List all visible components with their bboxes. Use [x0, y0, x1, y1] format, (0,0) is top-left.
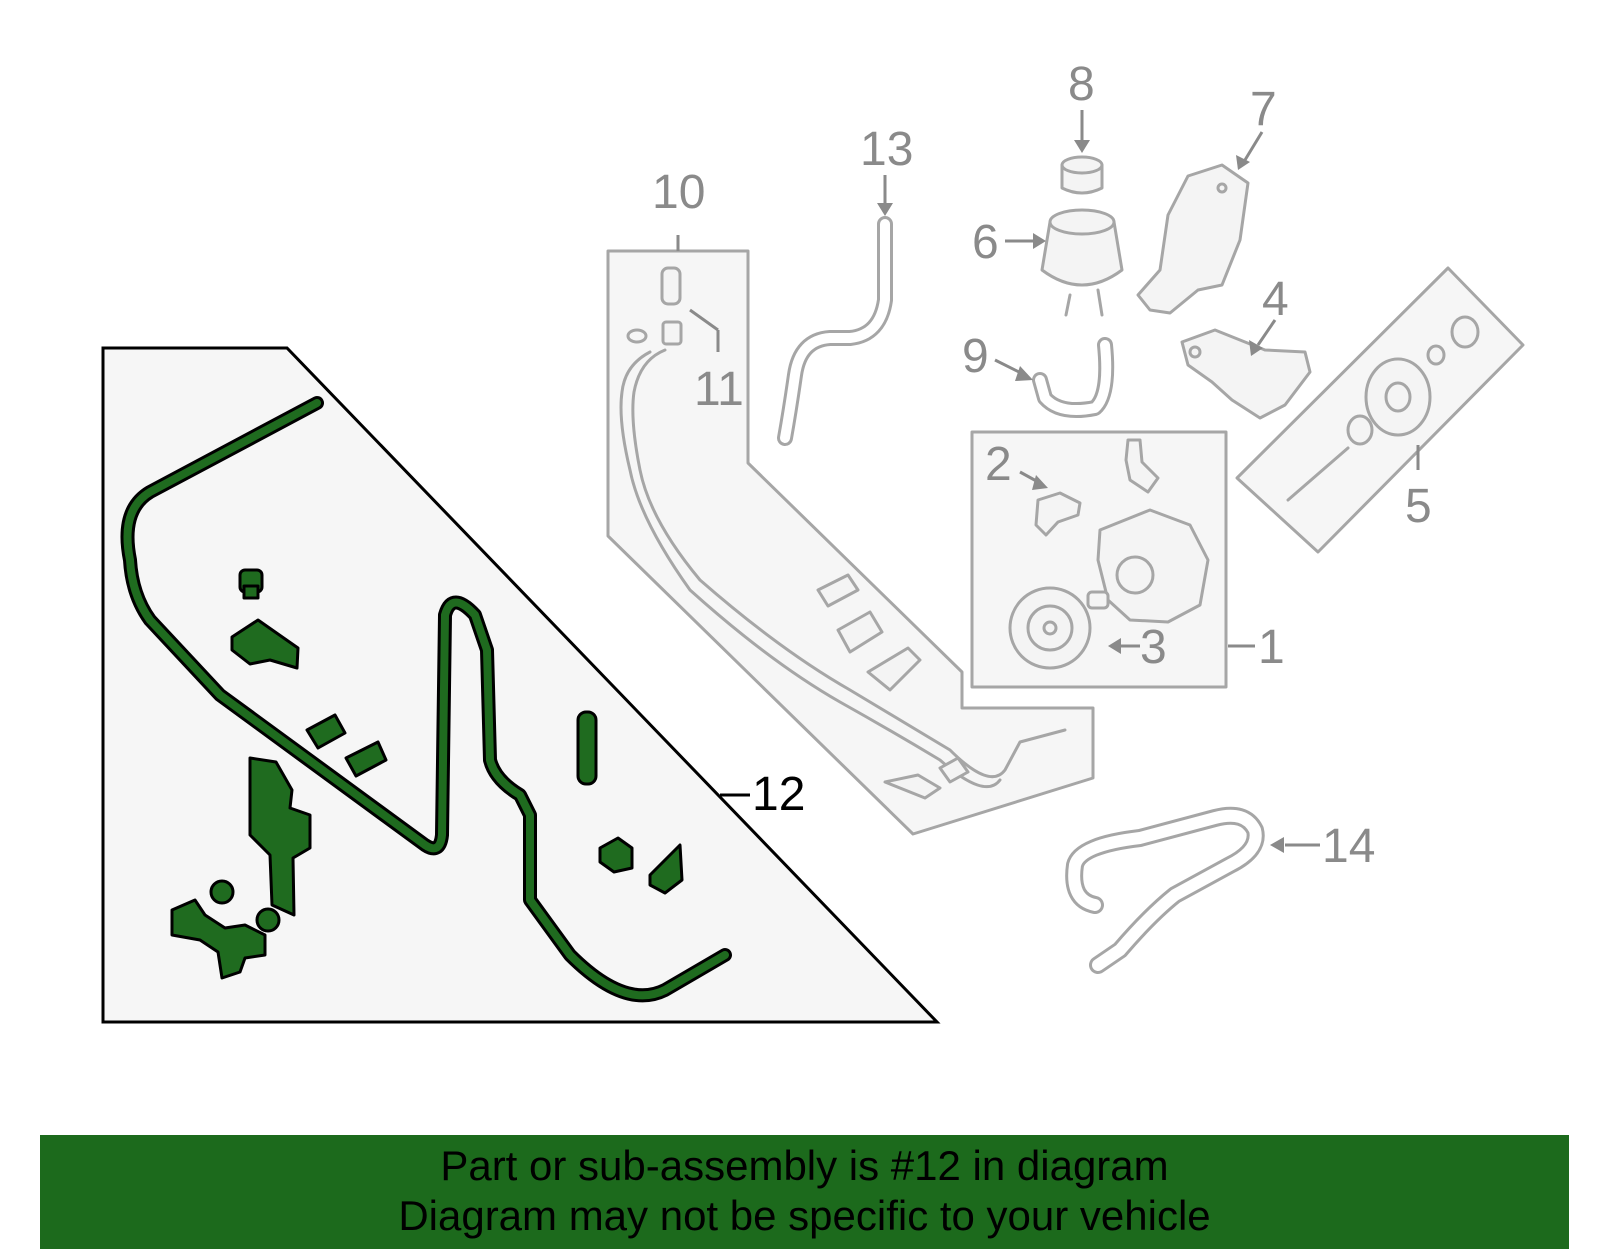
callout-2: 2: [985, 438, 1012, 491]
banner-line-part: Part or sub-assembly is #12 in diagram: [440, 1142, 1169, 1189]
callout-14: 14: [1322, 820, 1375, 873]
part-14-hose: [1065, 806, 1265, 974]
part-12-bracket-b: [248, 756, 312, 917]
callout-8-arrowhead: [1074, 140, 1090, 153]
part-12-grommet-b: [255, 907, 281, 933]
part-10-clip-b: [836, 610, 884, 654]
callout-11-leader: [689, 308, 719, 332]
part-12-bracket-c: [170, 898, 267, 980]
callout-6-arrowhead: [1033, 233, 1046, 249]
callout-3-arrowhead: [1108, 638, 1121, 654]
part-1-pump-shaft: [1086, 590, 1110, 610]
callout-6: 6: [972, 216, 999, 269]
part-5-bolt: [1286, 446, 1350, 502]
callout-7-arrow: [1243, 131, 1264, 161]
part-14-hose-inner: [1068, 809, 1262, 971]
part-5-washer-b: [1426, 344, 1446, 366]
part-1-pump-body: [1096, 508, 1210, 624]
info-banner: Part or sub-assembly is #12 in diagram D…: [40, 1135, 1569, 1249]
part-7-hole: [1216, 182, 1228, 194]
callout-14-arrowhead: [1270, 837, 1284, 853]
part-5-pulley: [1364, 357, 1432, 437]
part-1-fitting: [1124, 438, 1160, 494]
callout-10: 10: [652, 166, 705, 219]
part-12-bracket-a: [230, 618, 300, 670]
part-13-group: 13: [777, 123, 913, 446]
part-4-group: 4: [1180, 273, 1312, 420]
part-12-clip-a2: [242, 584, 260, 600]
callout-4-arrow: [1256, 319, 1277, 346]
part-10-group: 10 11: [606, 166, 1095, 836]
part-5-group: 5: [1235, 266, 1525, 554]
part-12-clip-d: [598, 836, 634, 874]
callout-7: 7: [1250, 83, 1277, 136]
part-7-group: 7: [1136, 83, 1277, 315]
callout-13-arrowhead: [877, 203, 893, 216]
callout-12: 12: [752, 768, 805, 821]
part-3-pulley: [1008, 586, 1092, 670]
part-10-clip-e: [938, 756, 970, 784]
callout-2-arrowhead: [1032, 475, 1048, 490]
part-9-group: 9: [962, 330, 1115, 418]
part-6-8-group: 8 6: [972, 58, 1124, 317]
part-12-clip-b: [305, 713, 347, 750]
callout-9-arrowhead: [1015, 366, 1033, 381]
callout-8: 8: [1068, 58, 1095, 111]
part-10-clip-d: [883, 773, 942, 800]
part-10-hose-b: [619, 350, 1002, 789]
part-10-clip-a: [816, 573, 860, 608]
part-9-hose-inner: [1035, 340, 1112, 415]
callout-3: 3: [1140, 621, 1167, 674]
part-12-clip-c: [344, 740, 388, 778]
part-4-bracket: [1180, 328, 1312, 420]
part-13-hose-inner: [780, 219, 890, 443]
part-10-hose: [631, 348, 1067, 779]
part-12-tube[interactable]: [123, 399, 729, 1000]
part-3-pulley-hub: [1026, 604, 1074, 652]
callout-9: 9: [962, 330, 989, 383]
callout-11: 11: [694, 363, 744, 416]
callout-4: 4: [1262, 273, 1289, 326]
part-10-oring: [626, 328, 648, 344]
part-10-clip-c: [866, 646, 922, 692]
part-5-washer-a: [1450, 315, 1480, 349]
callout-4-arrowhead: [1249, 340, 1263, 356]
callout-13: 13: [860, 123, 913, 176]
part-14-group: 14: [1065, 806, 1375, 974]
banner-line-disclaimer: Diagram may not be specific to your vehi…: [398, 1192, 1211, 1239]
part-10-panel: [606, 249, 1095, 836]
callout-5: 5: [1405, 480, 1432, 533]
part-12-grommet-a: [209, 879, 235, 905]
part-1-pump-port: [1115, 555, 1155, 595]
part-4-hole: [1188, 345, 1202, 359]
part-5-pulley-hub: [1384, 381, 1412, 413]
part-6-reservoir-top: [1048, 208, 1116, 236]
part-7-bracket: [1136, 163, 1250, 315]
part-12-plate: [576, 710, 598, 786]
part-2-bracket: [1034, 491, 1082, 537]
callout-1: 1: [1258, 621, 1285, 674]
part-5-washer-c: [1346, 414, 1374, 446]
part-12-bracket-d: [648, 843, 684, 895]
part-10-fitting: [661, 320, 683, 346]
callout-7-arrowhead: [1236, 155, 1250, 170]
part-8-cap-top: [1060, 155, 1104, 175]
part-1-group: 2 3 1: [970, 430, 1285, 689]
part-12-group[interactable]: 12: [101, 346, 941, 1024]
part-11-bolt: [660, 266, 682, 306]
part-12-panel: [101, 346, 941, 1024]
part-6-neck: [1064, 288, 1104, 317]
part-3-pulley-center: [1042, 620, 1058, 636]
